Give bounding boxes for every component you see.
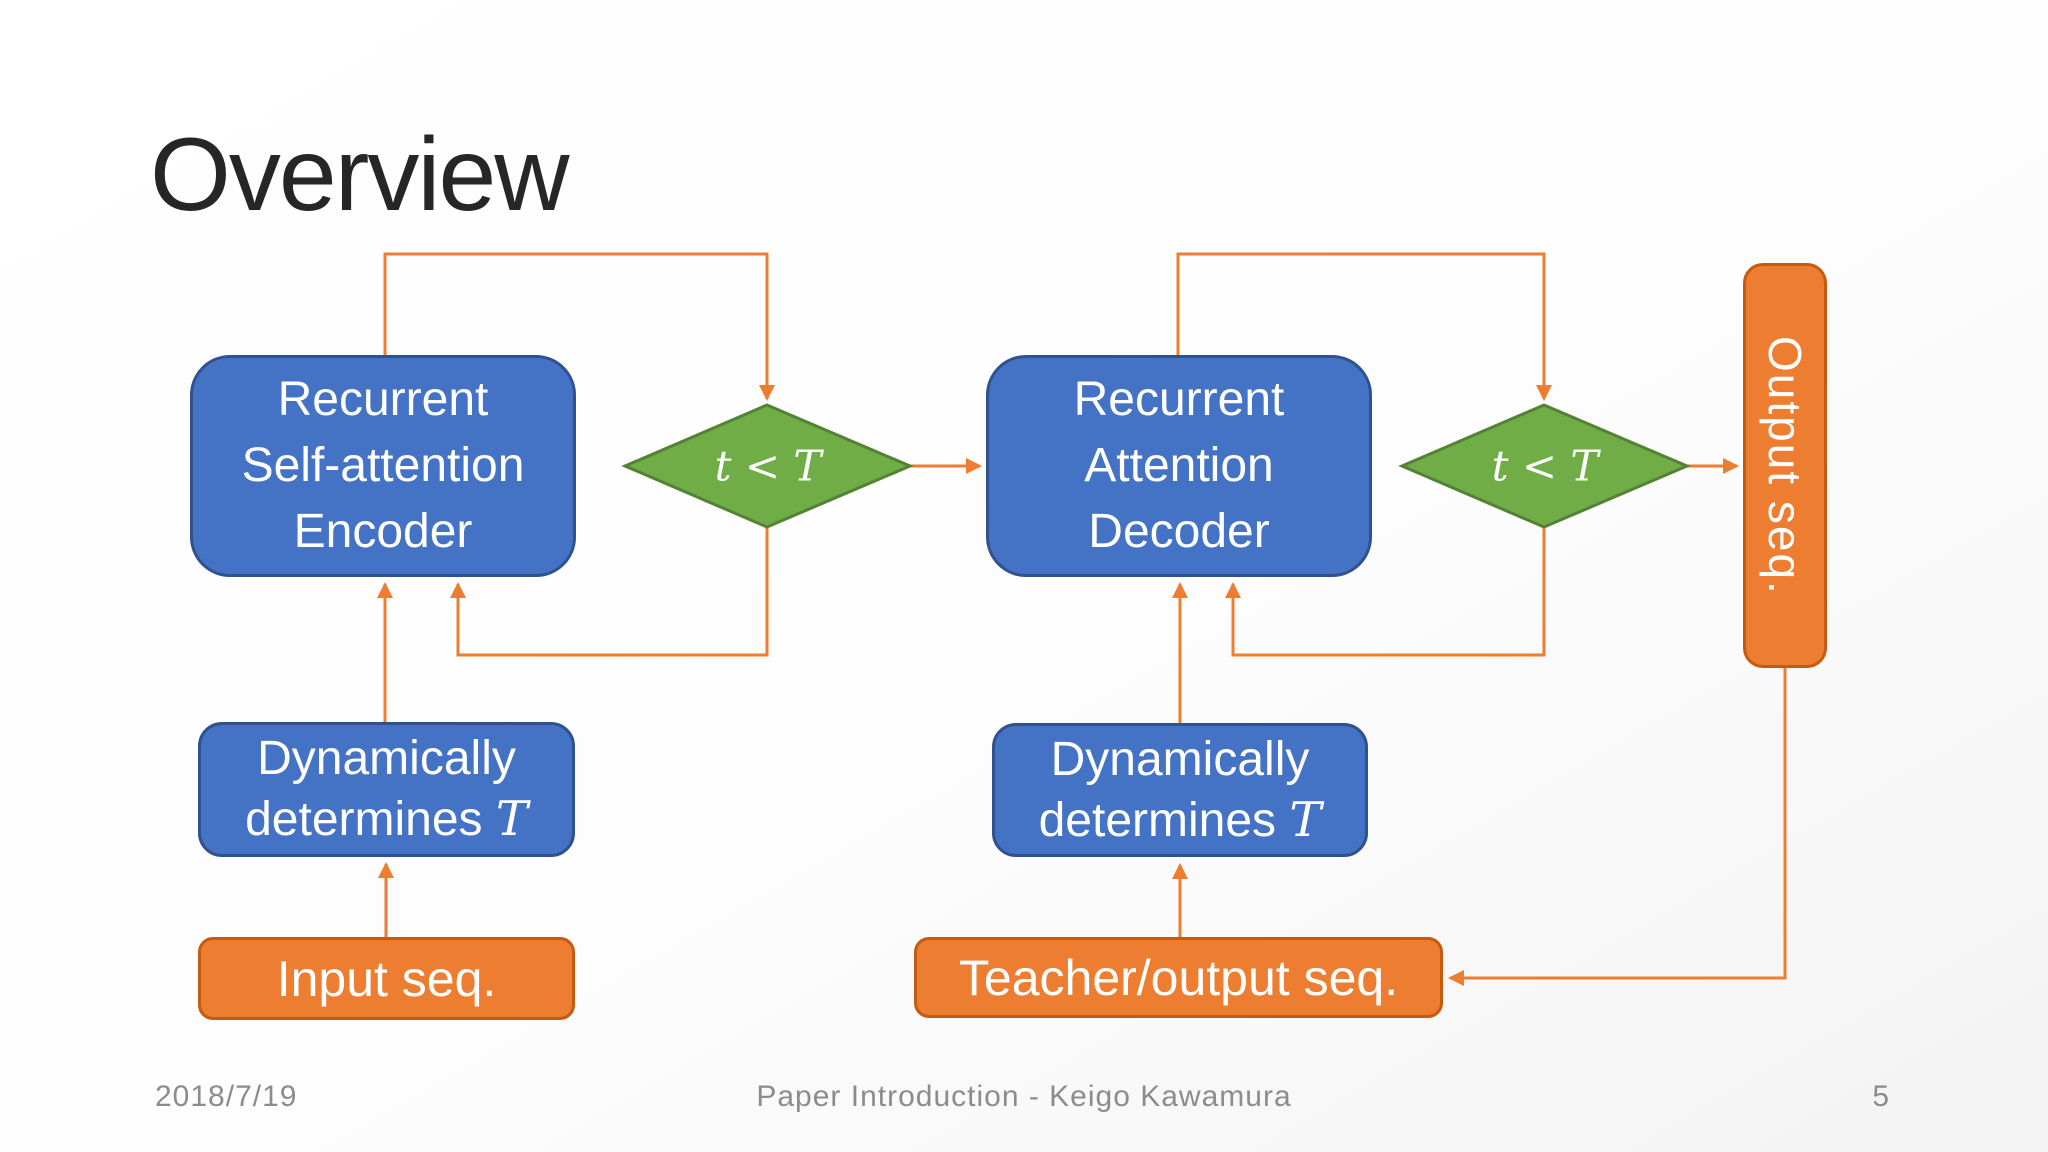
condition2-label: t < T [1491,441,1599,491]
output-seq-box: Output seq. [1743,263,1827,668]
encoder-box: Recurrent Self-attention Encoder [190,355,576,577]
output-seq-label: Output seq. [1759,335,1811,596]
decoder-box: Recurrent Attention Decoder [986,355,1372,577]
arrow-output-to-teacher [1448,668,1787,986]
dynamically-determines-box-1: Dynamically determines T [198,722,575,857]
teacher-output-seq-box: Teacher/output seq. [914,937,1443,1018]
footer-credit: Paper Introduction - Keigo Kawamura [756,1080,1292,1113]
condition1-label: t < T [714,441,822,491]
dynamically-determines-box-2: Dynamically determines T [992,723,1368,857]
footer-page-number: 5 [1872,1080,1890,1113]
dyn1-label: Dynamically determines T [245,732,528,847]
encoder-label: Recurrent Self-attention Encoder [241,373,525,558]
input-seq-box: Input seq. [198,937,575,1020]
condition-diamond-2 [1398,403,1691,529]
arrow-condition2-bottom-loop [1225,527,1546,657]
condition-diamond-1 [621,403,914,529]
footer-date: 2018/7/19 [155,1080,298,1113]
arrow-decoder-top-loop [1176,252,1552,401]
dyn2-label: Dynamically determines T [1038,732,1322,848]
decoder-label: Recurrent Attention Decoder [1073,373,1285,558]
slide-title: Overview [150,117,569,233]
arrow-encoder-top-loop [383,252,775,401]
teacher-output-seq-label: Teacher/output seq. [958,949,1399,1006]
input-seq-label: Input seq. [276,950,497,1007]
arrow-condition1-bottom-loop [450,527,769,657]
